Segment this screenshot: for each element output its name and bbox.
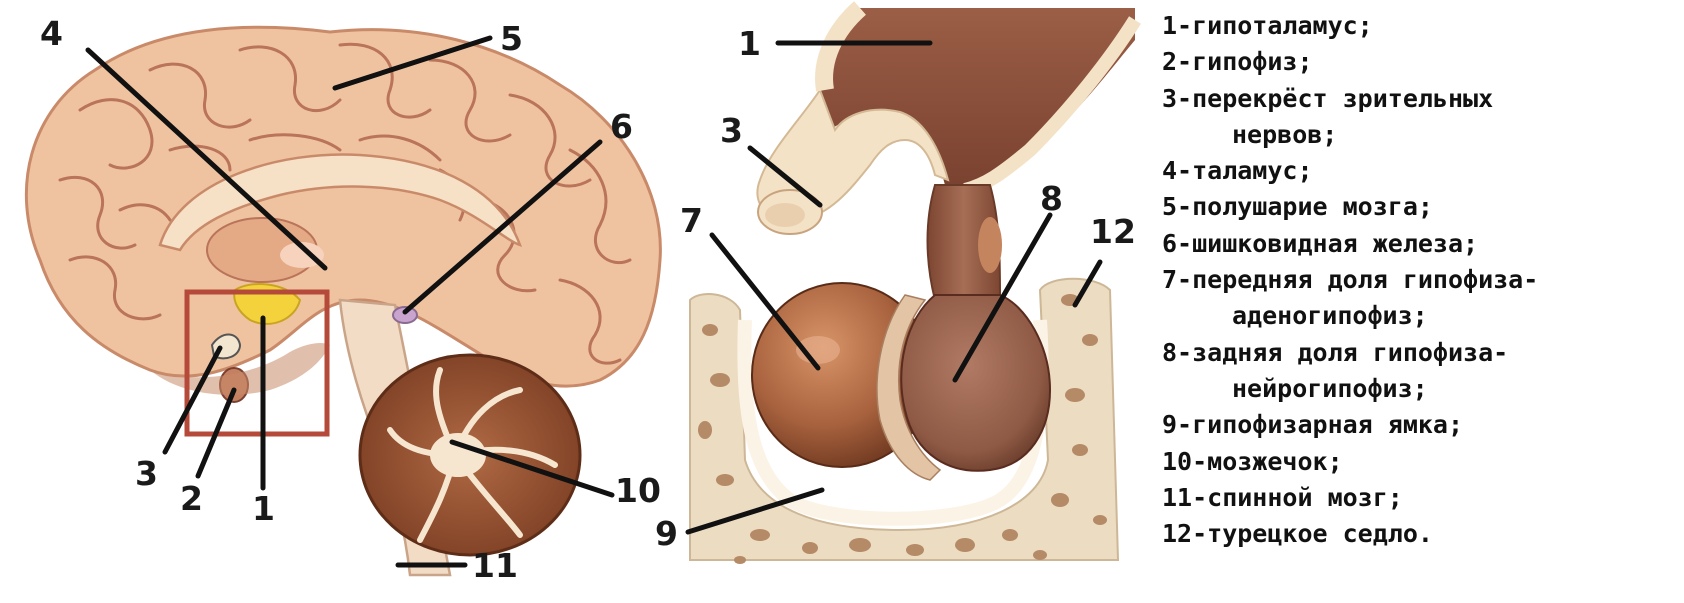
callout-brain-1: 1: [252, 489, 275, 528]
legend-item-9: 9-гипофизарная ямка;: [1162, 407, 1682, 443]
callout-brain-10: 10: [615, 471, 661, 510]
legend-item-8: 8-задняя доля гипофиза-: [1162, 335, 1682, 371]
callout-brain-2: 2: [180, 479, 203, 518]
pituitary-closeup: 1 3 7 8 12 9: [655, 8, 1136, 564]
legend-item-8-continuation: нейрогипофиз;: [1192, 374, 1428, 403]
legend-item-4: 4-таламус;: [1162, 153, 1682, 189]
callout-closeup-1: 1: [738, 24, 761, 63]
callout-brain-3: 3: [135, 454, 158, 493]
legend-item-10: 10-мозжечок;: [1162, 444, 1682, 480]
legend-item-7-continuation: аденогипофиз;: [1192, 301, 1428, 330]
legend-item-3: 3-перекрёст зрительных: [1162, 81, 1682, 117]
callout-closeup-3: 3: [720, 111, 743, 150]
brain-section: 4 5 6 3 2 1 10 11: [26, 14, 661, 585]
posterior-lobe: [901, 295, 1050, 471]
legend: 1-гипоталамус; 2-гипофиз; 3-перекрёст зр…: [1162, 8, 1682, 552]
callout-closeup-9: 9: [655, 514, 678, 553]
callout-brain-5: 5: [500, 19, 523, 58]
legend-item-7-cont: аденогипофиз;: [1162, 298, 1682, 334]
legend-item-3-continuation: нервов;: [1192, 120, 1337, 149]
optic-nerve-core: [765, 203, 805, 227]
legend-item-7: 7-передняя доля гипофиза-: [1162, 262, 1682, 298]
legend-item-1: 1-гипоталамус;: [1162, 8, 1682, 44]
callout-brain-6: 6: [610, 107, 633, 146]
legend-item-5: 5-полушарие мозга;: [1162, 189, 1682, 225]
legend-item-3-cont: нервов;: [1162, 117, 1682, 153]
callout-closeup-8: 8: [1040, 179, 1063, 218]
legend-item-11: 11-спинной мозг;: [1162, 480, 1682, 516]
legend-item-8-cont: нейрогипофиз;: [1162, 371, 1682, 407]
cerebellum-core: [430, 433, 486, 477]
legend-item-12: 12-турецкое седло.: [1162, 516, 1682, 552]
legend-item-6: 6-шишковидная железа;: [1162, 226, 1682, 262]
callout-brain-4: 4: [40, 14, 63, 53]
legend-item-2: 2-гипофиз;: [1162, 44, 1682, 80]
callout-brain-11: 11: [472, 546, 518, 585]
stalk-vessel: [978, 217, 1002, 273]
callout-closeup-12: 12: [1090, 212, 1136, 251]
callout-closeup-7: 7: [680, 201, 703, 240]
